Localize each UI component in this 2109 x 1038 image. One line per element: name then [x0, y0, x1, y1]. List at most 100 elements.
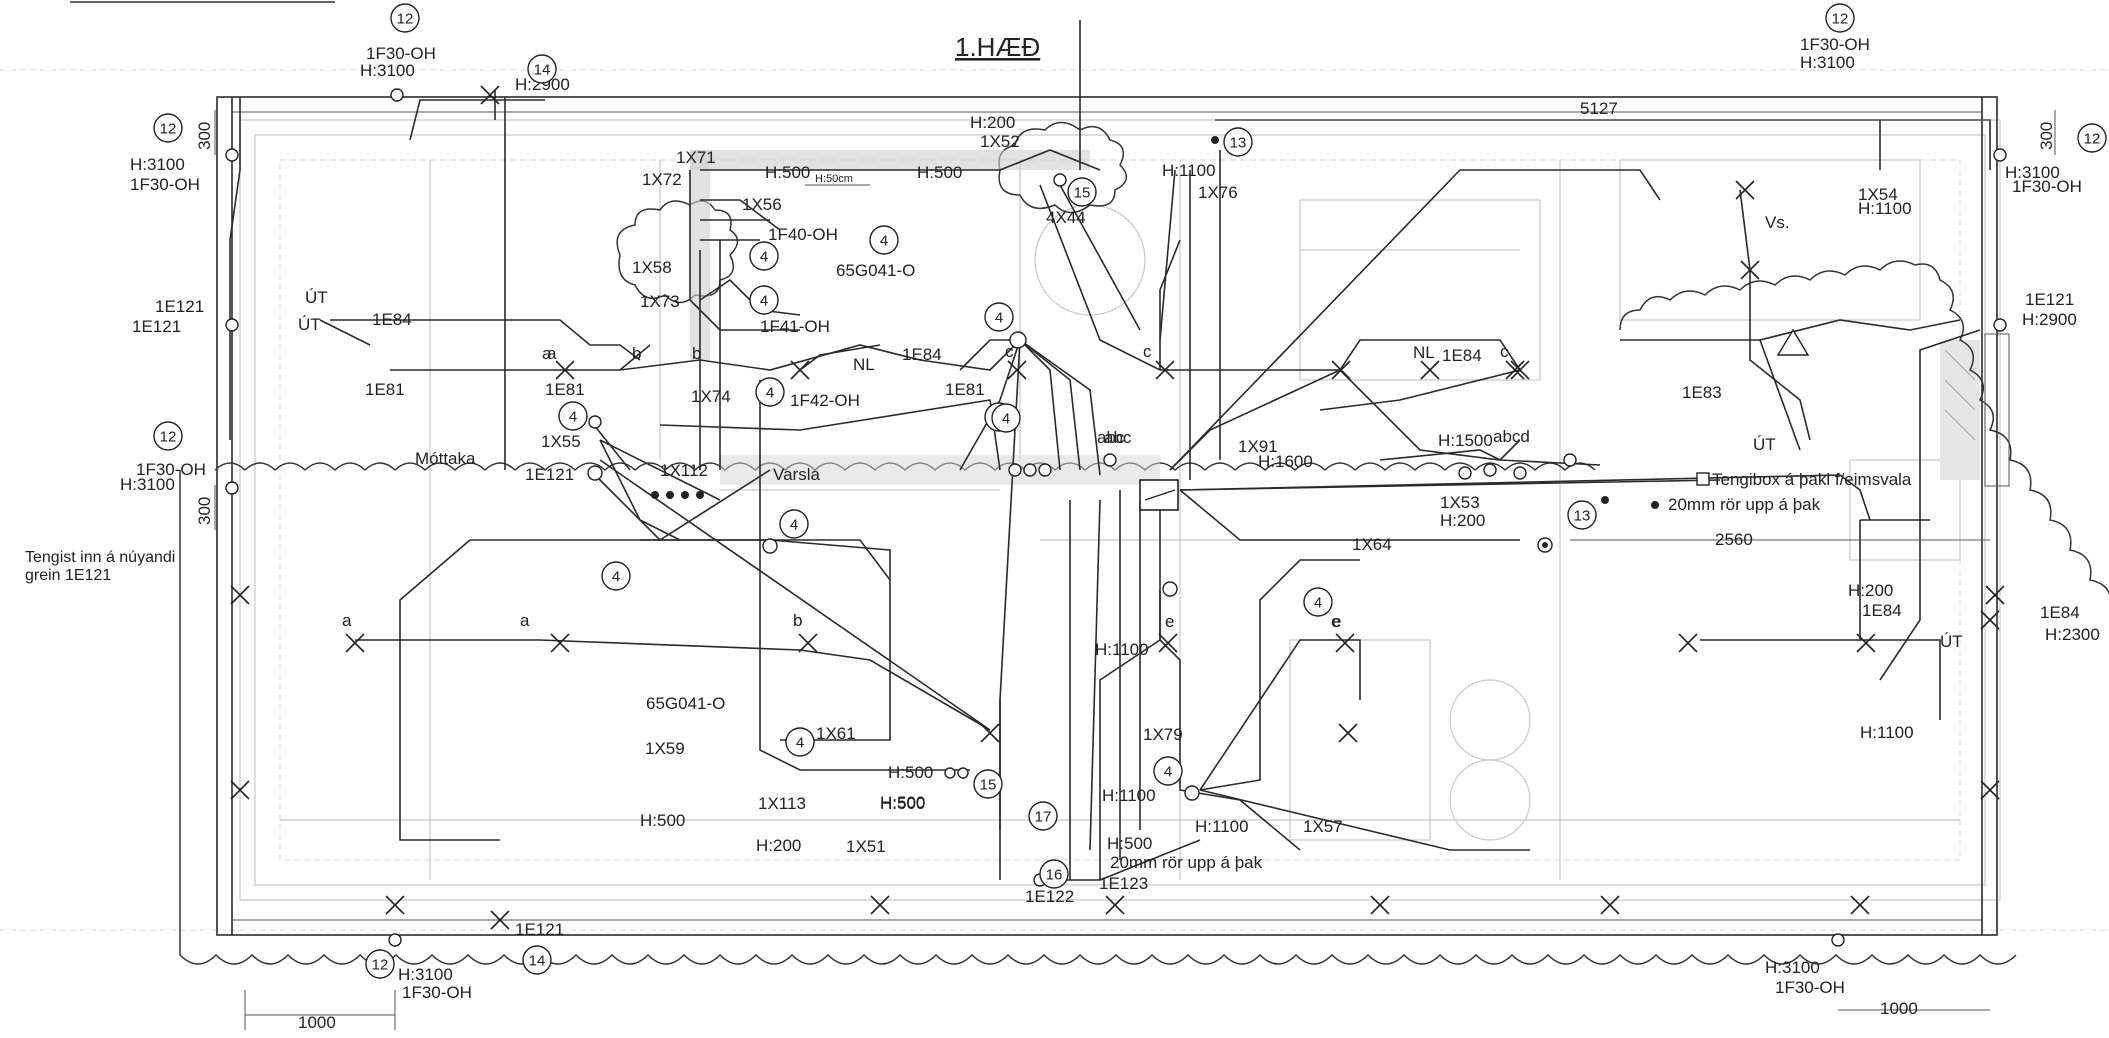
circle-tag: 15: [1067, 177, 1097, 207]
circuit-label: a: [547, 344, 557, 363]
circuit-label: 65G041-O: [646, 694, 725, 713]
light-fixture-x: [480, 85, 500, 105]
circuit-label: 1X72: [642, 170, 682, 189]
circuit-label: 1X76: [1198, 183, 1238, 202]
circuit-label: 1F30-OH: [2012, 177, 2082, 196]
circle-tag: 4: [755, 377, 785, 407]
circuit-label: 1X53: [1440, 493, 1480, 512]
circuit-label: 1X54: [1858, 185, 1898, 204]
circuit-label: abc: [1097, 428, 1125, 447]
circuit-label: 1F30-OH: [130, 175, 200, 194]
light-fixture-x: [555, 360, 575, 380]
circuit-label: H:3100: [130, 155, 185, 174]
light-fixture-x: [790, 360, 810, 380]
revision-cloud-labels: [616, 200, 739, 304]
circuit-label: 1X56: [742, 195, 782, 214]
dimension-5127: 5127: [1580, 99, 1618, 118]
light-fixture-x: [1600, 895, 1620, 915]
dimension-1000-right: 1000: [1880, 999, 1918, 1018]
perimeter-wiring: [216, 96, 1998, 936]
dimension-300-right: 300: [2037, 122, 2056, 150]
circuit-label: H:1100: [1102, 786, 1156, 805]
light-fixture-x: [1158, 633, 1178, 653]
circuit-label: 1E81: [945, 380, 985, 399]
circuit-label: 1X57: [1303, 817, 1343, 836]
light-fixture-x: [230, 585, 250, 605]
circuit-label: H:1100: [1095, 640, 1149, 659]
circle-tag-number: 4: [995, 310, 1003, 327]
circuit-label: H:500: [888, 763, 933, 782]
light-fixture-x: [1850, 895, 1870, 915]
circle-tag: 4: [1303, 587, 1333, 617]
light-fixture-x: [1331, 360, 1351, 380]
circuit-label: 1E121: [132, 317, 181, 336]
circuit-label: H:1100: [1858, 199, 1912, 218]
light-fixture-x: [1980, 780, 2000, 800]
circle-tag: 13: [1223, 127, 1253, 157]
circle-tag: 12: [365, 949, 395, 979]
circuit-label: 1E81: [365, 380, 405, 399]
circuit-label: c: [1143, 342, 1152, 361]
circle-tag-number: 4: [1002, 411, 1010, 428]
circuit-label: 1E121: [155, 297, 204, 316]
circuit-label: H:1100: [1860, 723, 1914, 742]
circle-tag-number: 16: [1046, 867, 1063, 884]
circuit-label: e: [1165, 612, 1174, 631]
circuit-label: 1F41-OH: [760, 317, 830, 336]
circle-tag-number: 12: [372, 957, 389, 974]
circle-tag-number: 12: [2084, 131, 2101, 148]
circuit-label: 1E81: [545, 380, 585, 399]
room-mottaka: Móttaka: [415, 449, 476, 468]
circle-tag-number: 4: [766, 385, 774, 402]
circle-tags: 1212121212121414151513134444444444444161…: [153, 3, 2107, 979]
circuit-label: H:500: [765, 163, 810, 182]
dimension-1000-left: 1000: [298, 1013, 336, 1032]
circuit-label: ÚT: [1753, 435, 1776, 454]
circuit-label: 65G041-O: [836, 261, 915, 280]
circuit-label: NL: [1413, 343, 1435, 362]
revision-cloud-bottom: [179, 470, 2017, 965]
circle-tag: 15: [973, 769, 1003, 799]
circle-tag-number: 12: [1832, 11, 1849, 28]
circuit-label: a: [342, 611, 352, 630]
note-tengist-2: grein 1E121: [25, 567, 111, 584]
circuit-label: b: [692, 344, 701, 363]
circuit-label: H:2300: [2045, 625, 2100, 644]
circle-tag-number: 4: [880, 233, 888, 250]
circuit-label: 1E83: [1682, 383, 1722, 402]
circuit-label: 1X73: [640, 292, 680, 311]
circuit-label: 1E122: [1025, 887, 1074, 906]
circuit-label: 1E84: [902, 345, 942, 364]
circuit-label: H:500: [640, 811, 685, 830]
circuit-label: 1E121: [515, 920, 564, 939]
circuit-label: ÚT: [305, 288, 328, 307]
circle-tag-number: 12: [160, 429, 177, 446]
circuit-label: 1E84: [372, 310, 412, 329]
circle-tag-number: 4: [612, 569, 620, 586]
light-fixture-x: [1856, 633, 1876, 653]
circuit-label: H:2900: [515, 75, 570, 94]
circuit-label: 4X44: [1046, 208, 1086, 227]
circle-tag: 12: [2077, 123, 2107, 153]
circuit-label: H:500: [880, 793, 925, 812]
light-fixture-x: [1510, 360, 1530, 380]
light-fixture-x: [1678, 633, 1698, 653]
circuit-label: 1X55: [541, 432, 581, 451]
room-vs: Vs.: [1765, 213, 1790, 232]
circle-tag: 14: [522, 945, 552, 975]
circuit-label: ÚT: [298, 315, 321, 334]
circle-tag-number: 4: [796, 735, 804, 752]
circle-tag: 12: [153, 113, 183, 143]
circuit-label: a: [542, 344, 552, 363]
circuit-label: 1X79: [1143, 725, 1183, 744]
circuit-label: a: [520, 611, 530, 630]
light-fixture-x: [1985, 585, 2005, 605]
dimension-2560: 2560: [1715, 530, 1753, 549]
circuit-label: H:500: [917, 163, 962, 182]
light-fixture-x: [870, 895, 890, 915]
circuit-label: 1E84: [2040, 603, 2080, 622]
circuit-label: 1X113: [758, 794, 806, 813]
circuit-label: 1F30-OH: [1775, 978, 1845, 997]
circuit-label: 1X91: [1238, 437, 1278, 456]
